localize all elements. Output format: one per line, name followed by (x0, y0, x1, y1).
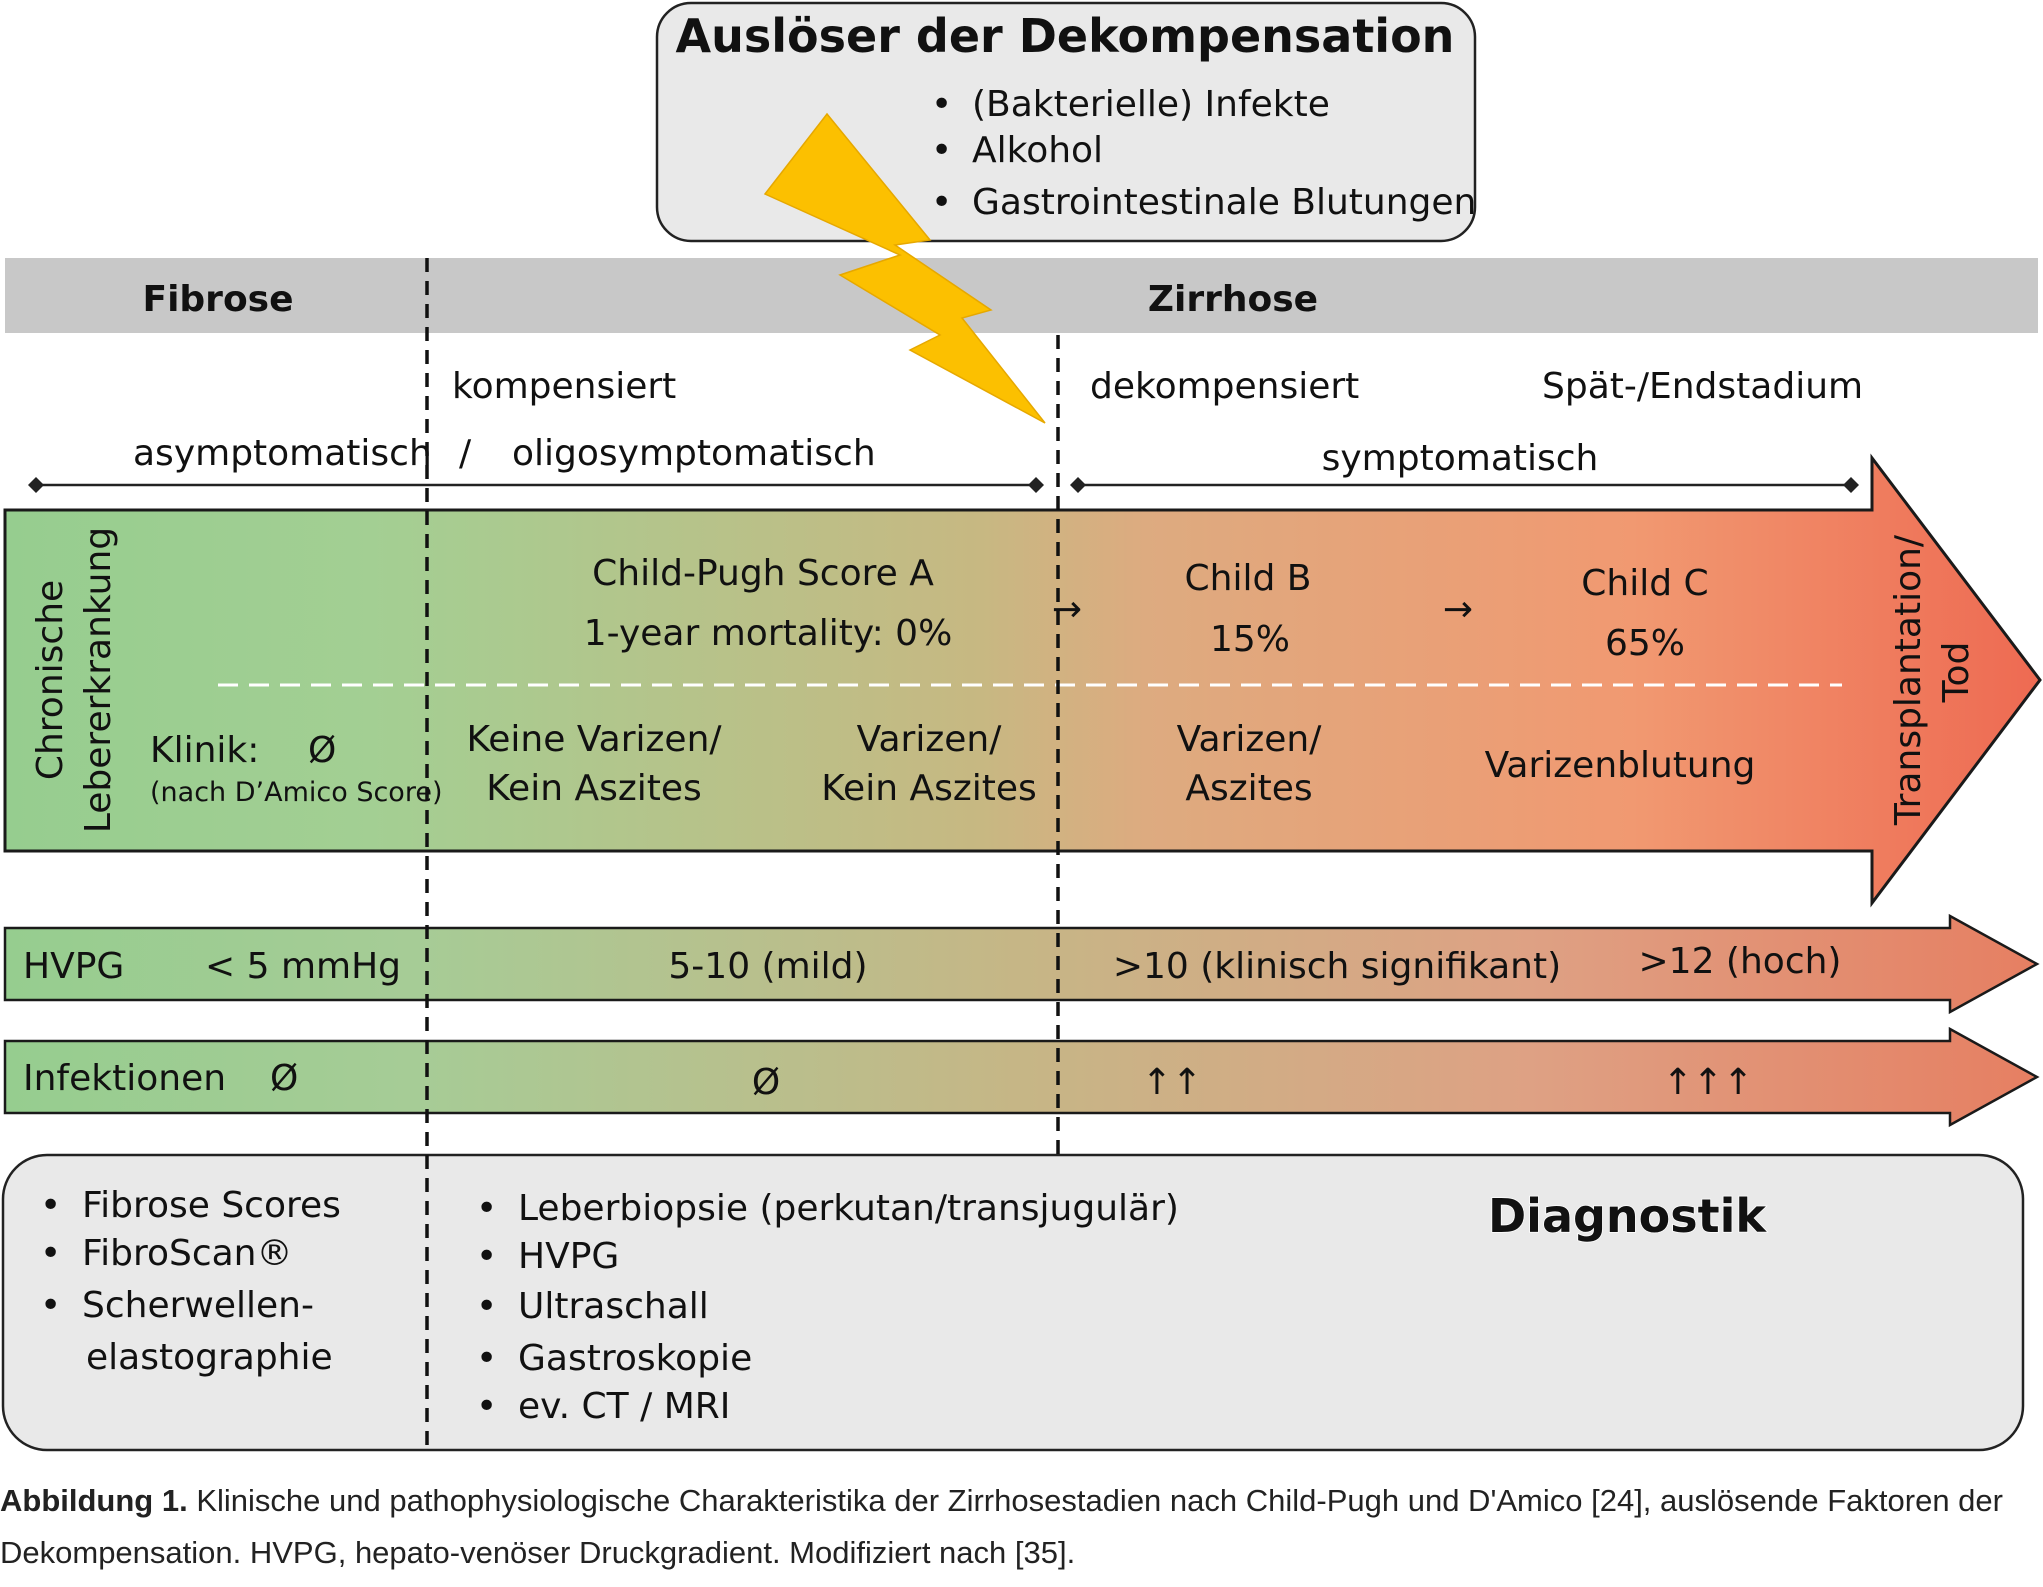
bullet: • (476, 1236, 497, 1277)
klinik-label: Klinik: (150, 730, 259, 771)
diagnostik-item: Leberbiopsie (perkutan/transjugulär) (518, 1188, 1179, 1229)
child-b-label: Child B (1185, 558, 1312, 599)
stage2-line2: Kein Aszites (821, 768, 1037, 809)
side-label-liver: Lebererkrankung (78, 527, 119, 833)
main-stage-arrow (3, 453, 2042, 908)
diagnostik-box (1, 1153, 2025, 1452)
cirrhosis-stage-diagram: Auslöser der Dekompensation • (Bakteriel… (1, 1, 2042, 1452)
stage3-line1: Varizen/ (1177, 719, 1323, 760)
caption-label: Abbildung 1. (0, 1483, 188, 1518)
diagnostik-item: Scherwellen- (82, 1285, 314, 1326)
range-line-decompensated (1070, 477, 1859, 493)
trigger-item: Gastrointestinale Blutungen (972, 182, 1476, 223)
diagnostik-title: Diagnostik (1488, 1189, 1767, 1243)
hvpg-label: HVPG (23, 946, 124, 987)
bullet: • (40, 1285, 61, 1326)
stage1-line1: Keine Varizen/ (466, 719, 722, 760)
phase-fibrose: Fibrose (142, 279, 293, 320)
klinik-sub: (nach D’Amico Score) (150, 777, 442, 808)
child-a-label: Child-Pugh Score A (592, 553, 934, 594)
side-label-chronic: Chronische (30, 580, 71, 780)
infection-value-4: ↑↑↑ (1663, 1062, 1754, 1103)
diagnostik-item: HVPG (518, 1236, 619, 1277)
mortality-b: 15% (1210, 619, 1290, 660)
phase-bar (5, 258, 2038, 333)
infection-value-1: Ø (270, 1058, 298, 1099)
diagnostik-right-list: • Leberbiopsie (perkutan/transjugulär) •… (476, 1188, 1179, 1427)
stage-asymptomatisch: asymptomatisch (133, 433, 432, 474)
diagnostik-item: Ultraschall (518, 1286, 709, 1327)
trigger-item: Alkohol (972, 130, 1103, 171)
end-label-death: Tod (1936, 642, 1977, 704)
bullet: • (40, 1185, 61, 1226)
bullet: • (931, 130, 952, 171)
diagnostik-item: ev. CT / MRI (518, 1386, 730, 1427)
bullet: • (476, 1386, 497, 1427)
hvpg-value-4: >12 (hoch) (1639, 941, 1842, 982)
bullet: • (476, 1188, 497, 1229)
bullet: • (476, 1338, 497, 1379)
trigger-list: • (Bakterielle) Infekte • Alkohol • Gast… (931, 84, 1476, 223)
lightning-icon (763, 112, 1046, 424)
hvpg-arrow (3, 913, 2040, 1015)
stage-spaet: Spät-/Endstadium (1542, 366, 1863, 407)
bullet: • (476, 1286, 497, 1327)
stage-oligo: oligosymptomatisch (512, 433, 876, 474)
stage-slash: / (459, 433, 472, 474)
trigger-title: Auslöser der Dekompensation (676, 9, 1455, 63)
infection-arrow (3, 1026, 2040, 1128)
bullet: • (40, 1233, 61, 1274)
diagnostik-left-list: • Fibrose Scores • FibroScan® • Scherwel… (40, 1185, 341, 1378)
diagnostik-item: FibroScan® (82, 1233, 293, 1274)
klinik-value: Ø (308, 730, 336, 771)
stage2-line1: Varizen/ (857, 719, 1003, 760)
bullet: • (931, 84, 952, 125)
trigger-item: (Bakterielle) Infekte (972, 84, 1330, 125)
figure-caption: Abbildung 1. Klinische und pathophysiolo… (0, 1475, 2043, 1579)
bullet: • (931, 182, 952, 223)
end-label-transplant: Transplantation/ (1888, 534, 1929, 826)
infection-label: Infektionen (23, 1058, 226, 1099)
diagnostik-item-continued: elastographie (86, 1337, 333, 1378)
hvpg-value-3: >10 (klinisch signifikant) (1113, 946, 1561, 987)
infection-value-3: ↑↑ (1142, 1062, 1202, 1103)
range-line-compensated (28, 477, 1044, 493)
phase-zirrhose: Zirrhose (1148, 279, 1318, 320)
stage1-line2: Kein Aszites (486, 768, 702, 809)
infection-value-2: Ø (752, 1062, 780, 1103)
stage-symptomatisch: symptomatisch (1322, 438, 1599, 479)
mortality-c: 65% (1605, 623, 1685, 664)
stage-dekompensiert: dekompensiert (1090, 366, 1359, 407)
hvpg-value-1: < 5 mmHg (205, 946, 401, 987)
arrow-right-icon: → (1443, 589, 1473, 630)
diagnostik-item: Gastroskopie (518, 1338, 752, 1379)
hvpg-value-2: 5-10 (mild) (668, 946, 867, 987)
mortality-a: 1-year mortality: 0% (584, 613, 953, 654)
diagnostik-item: Fibrose Scores (82, 1185, 341, 1226)
child-c-label: Child C (1581, 563, 1708, 604)
stage-kompensiert: kompensiert (452, 366, 676, 407)
stage3-line2: Aszites (1185, 768, 1312, 809)
caption-text: Klinische und pathophysiologische Charak… (0, 1483, 2003, 1570)
stage4-label: Varizenblutung (1485, 745, 1756, 786)
